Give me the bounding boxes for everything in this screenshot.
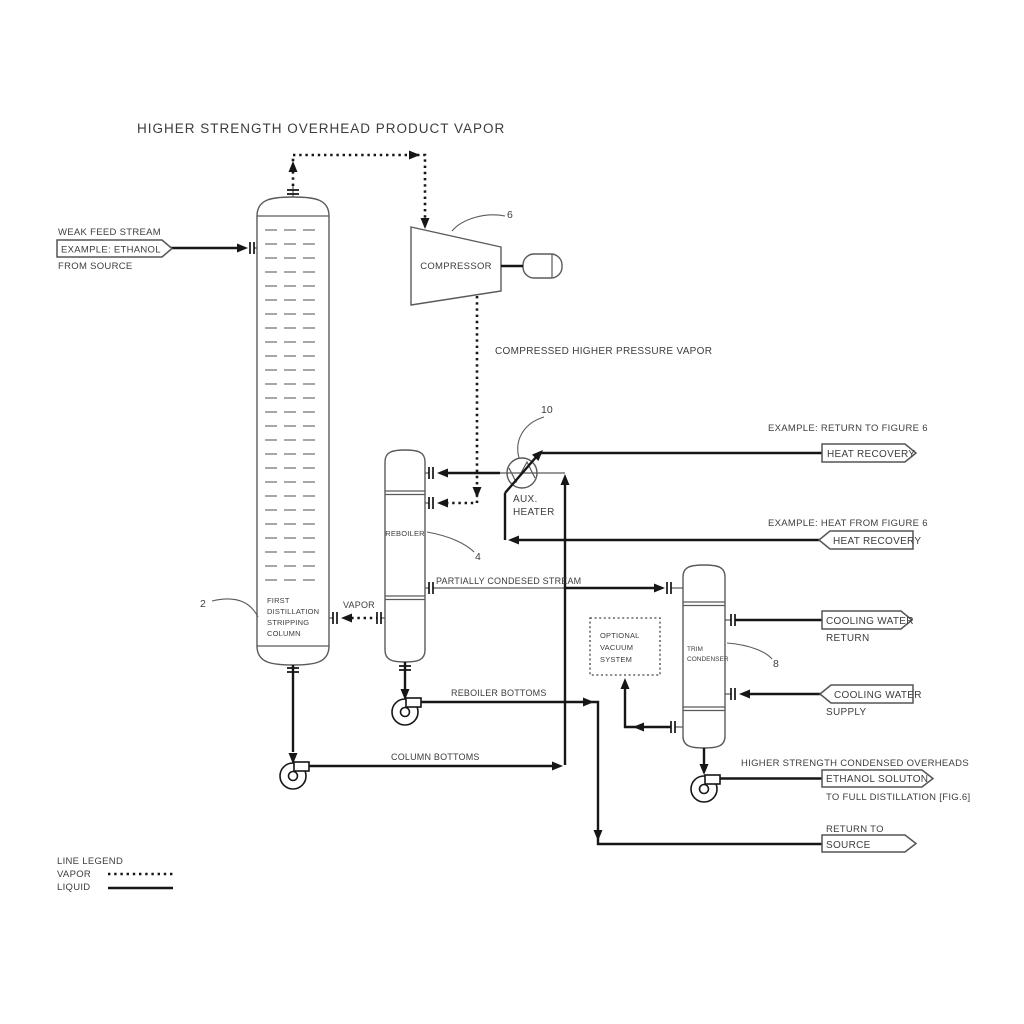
column-label-line2: DISTILLATION xyxy=(267,607,319,616)
trim-condenser-label-line1: TRIM xyxy=(687,646,703,653)
compressor-motor xyxy=(522,253,563,279)
cooling-water-return-caption: RETURN xyxy=(826,633,869,644)
cooling-water-supply-tag-label: COOLING WATER xyxy=(834,690,922,701)
aux-heater-label-line2: HEATER xyxy=(513,507,555,518)
vacuum-system-box xyxy=(589,617,661,676)
distillation-column xyxy=(256,196,330,666)
overheads-caption: HIGHER STRENGTH CONDENSED OVERHEADS xyxy=(741,758,969,769)
compressor-label: COMPRESSOR xyxy=(420,261,492,272)
leader-lines xyxy=(211,214,773,660)
heat-recovery-return-tag-box xyxy=(821,443,918,463)
pump-reboiler-bottoms xyxy=(391,697,422,726)
heat-recovery-supply-tag-box xyxy=(817,530,914,550)
aux-heater-number: 10 xyxy=(541,404,553,416)
return-to-source-tag-box xyxy=(821,834,918,853)
vacuum-label-line2: VACUUM xyxy=(600,643,633,652)
liquid-lines xyxy=(108,246,822,890)
cooling-water-supply-tag-box xyxy=(818,684,914,704)
aux-heater-label-line1: AUX. xyxy=(513,494,538,505)
column-trays xyxy=(265,229,322,581)
column-bottoms-label: COLUMN BOTTOMS xyxy=(391,752,480,762)
legend-liquid-label: LIQUID xyxy=(57,882,90,893)
column-label-line1: FIRST xyxy=(267,596,290,605)
feed-tag-box xyxy=(56,239,174,258)
ethanol-solution-tag-label: ETHANOL SOLUTON xyxy=(826,774,928,785)
feed-tag-label: EXAMPLE: ETHANOL xyxy=(61,245,161,256)
flange-ticks xyxy=(249,189,736,733)
cooling-water-supply-caption: SUPPLY xyxy=(826,707,867,718)
vapor-lines xyxy=(108,153,479,876)
cooling-water-return-tag-box xyxy=(821,610,914,630)
partially-condensed-label: PARTIALLY CONDESED STREAM xyxy=(436,576,581,586)
pump-hub xyxy=(287,770,299,782)
reboiler-vessel xyxy=(384,449,426,663)
trim-condenser-label-line2: CONDENSER xyxy=(687,656,729,663)
vacuum-label-line3: SYSTEM xyxy=(600,655,632,664)
trim-condenser-number: 8 xyxy=(773,658,779,670)
reboiler-label: REBOILER xyxy=(385,529,425,538)
pump-discharge-nozzle xyxy=(293,761,310,772)
compressed-vapor-label: COMPRESSED HIGHER PRESSURE VAPOR xyxy=(495,346,712,357)
overheads-subcaption: TO FULL DISTILLATION [FIG.6] xyxy=(826,792,970,803)
heat-recovery-return-tag-label: HEAT RECOVERY xyxy=(827,449,915,460)
legend-title: LINE LEGEND xyxy=(57,856,123,867)
pump-hub xyxy=(399,706,411,718)
reboiler-number: 4 xyxy=(475,551,481,563)
pump-column-bottoms xyxy=(279,761,310,790)
return-to-source-caption: RETURN TO xyxy=(826,824,884,835)
feed-caption-top: WEAK FEED STREAM xyxy=(58,227,161,238)
vessel-seams xyxy=(257,215,725,712)
pump-hub xyxy=(698,783,710,795)
pump-condensate xyxy=(690,774,721,803)
heat-recovery-return-caption: EXAMPLE: RETURN TO FIGURE 6 xyxy=(768,423,928,434)
feed-caption-bottom: FROM SOURCE xyxy=(58,261,133,272)
aux-heater-coil xyxy=(508,460,536,484)
cooling-water-return-tag-label: COOLING WATER xyxy=(826,616,914,627)
pump-discharge-nozzle xyxy=(704,774,721,785)
ethanol-solution-tag-box xyxy=(821,769,935,788)
heat-recovery-supply-tag-label: HEAT RECOVERY xyxy=(833,536,921,547)
vapor-stream-label: VAPOR xyxy=(343,600,375,610)
return-to-source-tag-label: SOURCE xyxy=(826,840,871,851)
vacuum-label-line1: OPTIONAL xyxy=(600,631,640,640)
legend-vapor-label: VAPOR xyxy=(57,869,91,880)
thin-lines xyxy=(254,186,731,728)
compressor-body xyxy=(410,226,502,306)
trim-condenser-vessel xyxy=(682,564,726,749)
compressor-number: 6 xyxy=(507,209,513,221)
reboiler-bottoms-label: REBOILER BOTTOMS xyxy=(451,688,547,698)
diagram-title: HIGHER STRENGTH OVERHEAD PRODUCT VAPOR xyxy=(137,121,505,136)
heat-recovery-supply-caption: EXAMPLE: HEAT FROM FIGURE 6 xyxy=(768,518,928,529)
column-label-line3: STRIPPING xyxy=(267,618,309,627)
pump-discharge-nozzle xyxy=(405,697,422,708)
column-label-line4: COLUMN xyxy=(267,629,301,638)
column-number: 2 xyxy=(200,598,206,610)
